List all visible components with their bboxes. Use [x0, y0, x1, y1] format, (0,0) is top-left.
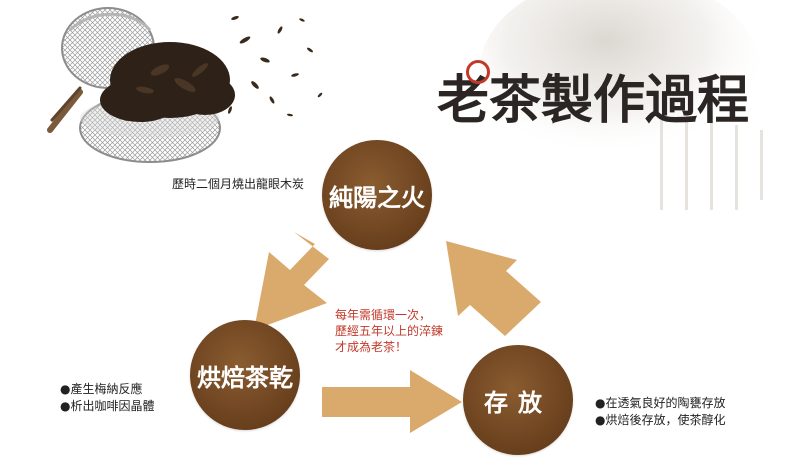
note-top: 歷時二個月燒出龍眼木炭 — [172, 177, 305, 191]
title-red-ring — [466, 60, 490, 84]
arrow-right-to-top — [446, 241, 541, 336]
node-top-label: 純陽之火 — [329, 183, 425, 212]
node-right-label: 存放 — [484, 388, 552, 417]
ink-wash-background — [480, 0, 763, 210]
note-right: ●在透氣良好的陶甕存放 ●烘焙後存放，使茶醇化 — [595, 395, 725, 429]
note-left-line-1: ●產生梅納反應 — [60, 382, 143, 396]
note-right-line-1: ●在透氣良好的陶甕存放 — [595, 396, 726, 410]
center-note-line-3: 才成為老茶！ — [335, 340, 408, 354]
node-roast-tea: 烘焙茶乾 — [190, 320, 300, 430]
center-note-line-1: 每年需循環一次， — [335, 308, 432, 322]
node-pure-yang-fire: 純陽之火 — [322, 140, 432, 250]
node-left-label: 烘焙茶乾 — [197, 363, 293, 392]
tea-strainer-image — [47, 7, 323, 163]
note-left-line-2: ●析出咖啡因晶體 — [60, 399, 155, 413]
arrow-left-to-right — [322, 370, 462, 433]
note-left: ●產生梅納反應 ●析出咖啡因晶體 — [60, 381, 154, 415]
center-note-line-2: 歷經五年以上的淬鍊 — [335, 324, 444, 338]
node-storage: 存放 — [463, 345, 573, 455]
page-title: 老茶製作過程 — [437, 70, 750, 131]
note-right-line-2: ●烘焙後存放，使茶醇化 — [595, 413, 726, 427]
center-note: 每年需循環一次， 歷經五年以上的淬鍊 才成為老茶！ — [335, 307, 443, 355]
arrow-top-to-left — [254, 232, 329, 330]
